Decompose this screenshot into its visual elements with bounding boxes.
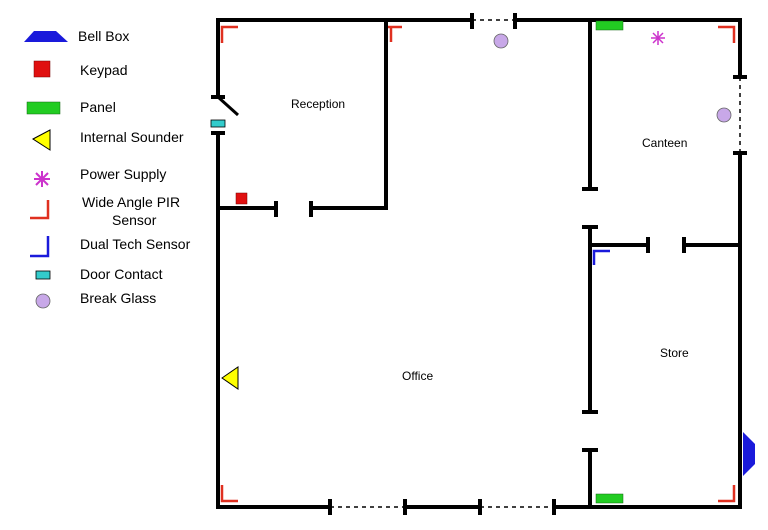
walls bbox=[216, 18, 742, 509]
legend-item-door-contact: Door Contact bbox=[35, 266, 163, 282]
legend-label-dual-tech: Dual Tech Sensor bbox=[80, 236, 191, 252]
legend-item-power-supply: Power Supply bbox=[34, 166, 166, 187]
legend-item-internal-sounder: Internal Sounder bbox=[32, 129, 184, 151]
room-label-canteen: Canteen bbox=[642, 136, 687, 150]
legend-label-pir-line1: Wide Angle PIR bbox=[82, 194, 180, 210]
door-contact-entrance bbox=[210, 119, 226, 128]
legend-label-panel: Panel bbox=[80, 99, 116, 115]
room-label-office: Office bbox=[402, 369, 433, 383]
panel-icon bbox=[26, 101, 61, 115]
devices bbox=[210, 20, 755, 504]
legend-item-dual-tech: Dual Tech Sensor bbox=[30, 236, 191, 258]
pir-sensor-canteen-tr bbox=[718, 25, 736, 43]
internal-sounder-icon bbox=[32, 129, 51, 151]
legend-label-internal-sounder: Internal Sounder bbox=[80, 129, 184, 145]
panel-canteen bbox=[595, 20, 624, 31]
pir-sensor-store-br bbox=[718, 485, 736, 503]
bell-box-icon bbox=[24, 31, 68, 42]
break-glass-reception bbox=[493, 33, 509, 49]
legend: Bell Box Keypad Panel Internal Sounder P… bbox=[24, 28, 191, 309]
legend-item-keypad: Keypad bbox=[33, 60, 127, 78]
legend-item-bell-box: Bell Box bbox=[24, 28, 129, 44]
legend-item-wide-angle-pir: Wide Angle PIR Sensor bbox=[30, 194, 180, 228]
power-supply-canteen bbox=[651, 31, 665, 45]
dual-tech-sensor-icon bbox=[30, 236, 50, 258]
legend-label-bell-box: Bell Box bbox=[78, 28, 129, 44]
panel-store bbox=[595, 493, 624, 504]
room-label-reception: Reception bbox=[291, 97, 345, 111]
legend-label-pir-line2: Sensor bbox=[112, 212, 157, 228]
pir-sensor-office-bl bbox=[220, 485, 238, 503]
keypad-reception bbox=[235, 192, 248, 205]
bell-box-exterior bbox=[743, 432, 755, 476]
pir-sensor-reception-tl bbox=[220, 25, 238, 43]
power-supply-icon bbox=[34, 171, 50, 187]
legend-item-panel: Panel bbox=[26, 99, 116, 115]
entrance-door bbox=[216, 95, 240, 117]
door-contact-icon bbox=[35, 270, 51, 280]
legend-label-door-contact: Door Contact bbox=[80, 266, 163, 282]
wide-angle-pir-icon bbox=[30, 200, 50, 220]
legend-label-break-glass: Break Glass bbox=[80, 290, 156, 306]
windows bbox=[330, 19, 741, 508]
keypad-icon bbox=[33, 60, 51, 78]
room-labels: Reception Canteen Office Store bbox=[291, 97, 689, 383]
legend-label-keypad: Keypad bbox=[80, 62, 127, 78]
room-label-store: Store bbox=[660, 346, 689, 360]
internal-sounder-office bbox=[221, 366, 239, 390]
break-glass-canteen bbox=[716, 107, 732, 123]
dual-tech-sensor-store bbox=[592, 249, 610, 265]
legend-item-break-glass: Break Glass bbox=[35, 290, 156, 309]
legend-label-power-supply: Power Supply bbox=[80, 166, 166, 182]
opening-ticks bbox=[211, 13, 747, 515]
break-glass-icon bbox=[35, 293, 51, 309]
